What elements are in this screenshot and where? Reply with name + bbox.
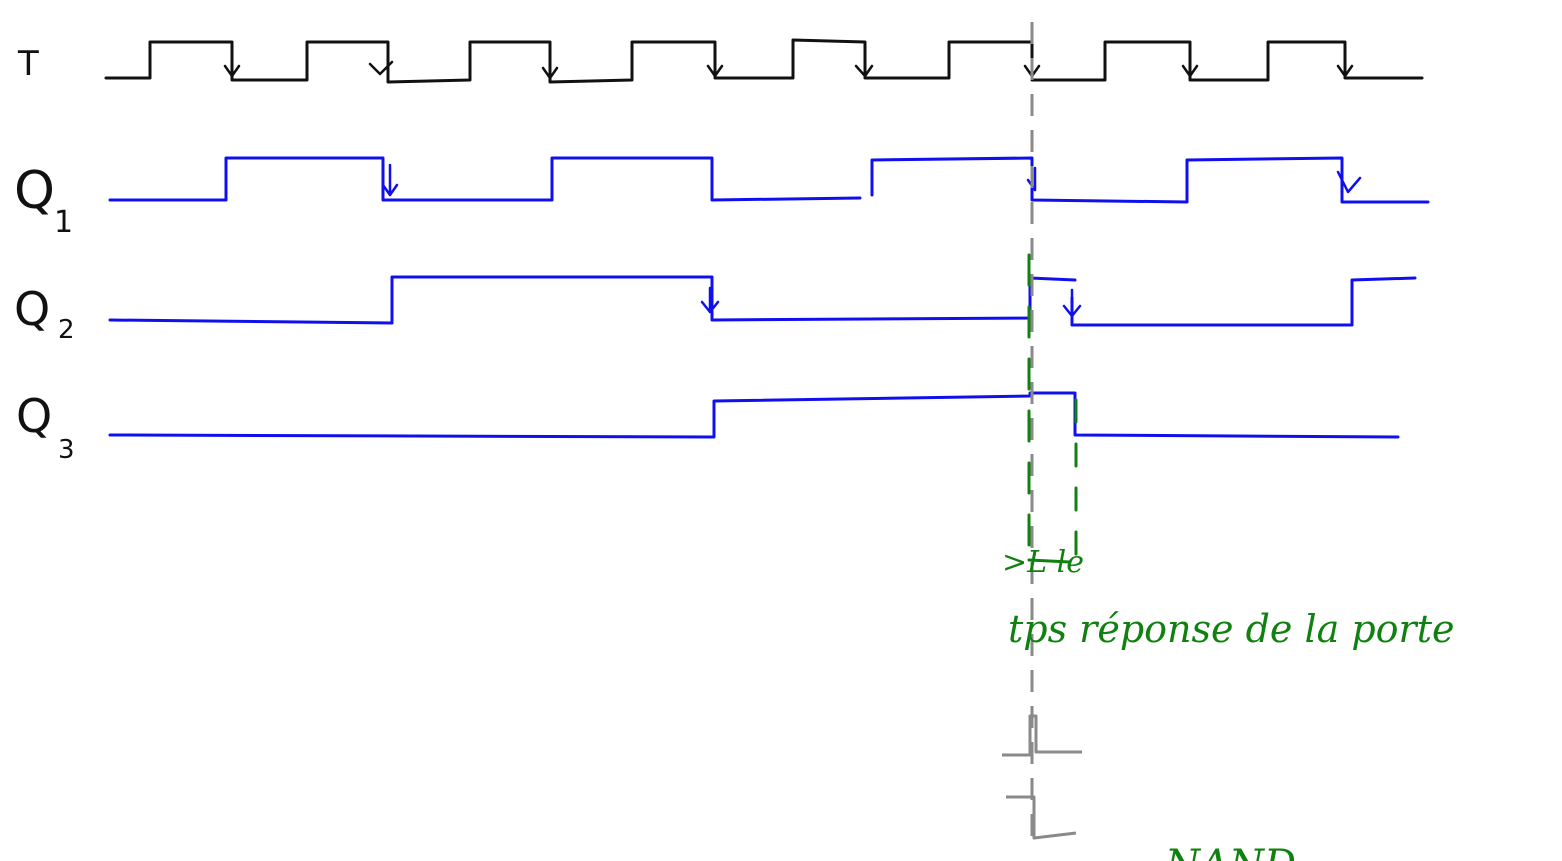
q1-label: Q	[14, 161, 55, 221]
q2-trace	[108, 275, 1077, 325]
delay-baseline	[1027, 558, 1072, 564]
q1-waveform	[108, 156, 1430, 204]
q3-label: Q	[16, 389, 52, 443]
step-down-sketch	[1006, 795, 1077, 840]
q2-waveform	[108, 275, 1417, 327]
q2-subscript: 2	[58, 315, 75, 345]
short-pulse-sketch	[1002, 714, 1082, 757]
pulse-sketches	[1002, 714, 1082, 840]
clock-trace	[104, 38, 1424, 84]
q1-subscript: 1	[54, 205, 73, 240]
delay-label: >L le	[1002, 545, 1084, 580]
q3-trace	[108, 391, 1400, 439]
annotations: >L le tps réponse de la porte NAND	[1002, 545, 1454, 861]
q1-trace	[108, 156, 862, 202]
q2-edge-arrows	[700, 286, 1082, 318]
q1-trace-2	[870, 156, 1430, 204]
q1-edge-arrows	[381, 163, 1362, 197]
gate-type-label: NAND	[1164, 842, 1296, 861]
q3-waveform	[108, 391, 1400, 439]
q2-label: Q	[14, 282, 50, 336]
q2-trace-2	[1070, 276, 1417, 327]
clock-edge-arrows	[223, 44, 1354, 80]
clock-waveform	[104, 38, 1424, 84]
response-time-markers	[1027, 253, 1078, 564]
q3-subscript: 3	[58, 435, 75, 465]
signal-labels: T Q 1 Q 2 Q 3	[14, 44, 75, 465]
clock-label: T	[17, 44, 39, 84]
response-time-annotation: tps réponse de la porte	[1008, 607, 1454, 651]
